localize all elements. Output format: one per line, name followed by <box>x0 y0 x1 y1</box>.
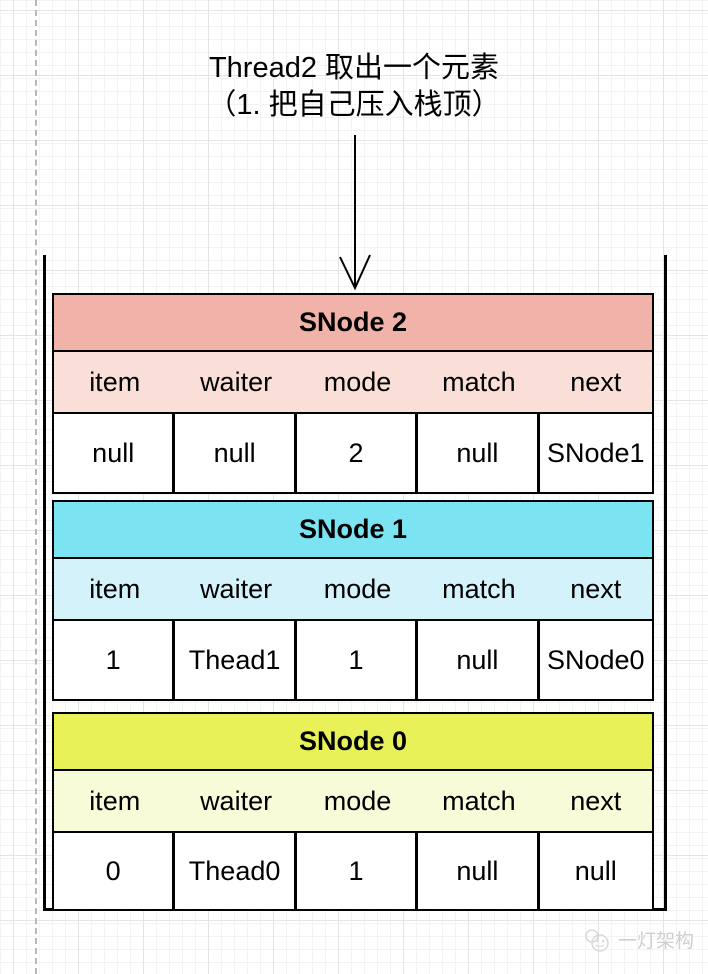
value-cell-match: null <box>418 621 540 699</box>
node-title: SNode 1 <box>54 502 652 559</box>
watermark-text: 一灯架构 <box>617 931 694 952</box>
column-header: match <box>442 366 516 397</box>
value-cell-next: SNode0 <box>546 644 645 675</box>
value-cell-waiter: null <box>175 414 297 492</box>
column-header: next <box>570 785 622 816</box>
diagram-title: Thread2 取出一个元素 （1. 把自己压入栈顶） <box>0 50 708 124</box>
column-header: mode <box>323 573 392 604</box>
value-cell-mode: 1 <box>297 621 419 699</box>
node-title-label: SNode 0 <box>298 726 408 756</box>
column-header: mode <box>323 785 392 816</box>
title-line-2: （1. 把自己压入栈顶） <box>207 89 501 121</box>
node-column-header-row: item waiter mode match next <box>54 771 652 833</box>
column-header: next <box>570 366 622 397</box>
node-table-snode1: SNode 1 item waiter mode match next 1 Th… <box>52 500 654 701</box>
value-cell-next: SNode1 <box>546 437 645 468</box>
down-arrow-icon <box>339 135 371 291</box>
value-cell-match: null <box>418 833 540 909</box>
column-header: match <box>442 785 516 816</box>
column-header: waiter <box>200 366 273 397</box>
value-cell-next: null <box>574 855 617 886</box>
node-table-snode2: SNode 2 item waiter mode match next null… <box>52 293 654 494</box>
column-header: waiter <box>200 785 273 816</box>
stack-container-right-wall <box>664 255 667 911</box>
column-header: next <box>570 573 622 604</box>
column-header: waiter <box>200 573 273 604</box>
page-margin-dashed-line <box>35 0 37 974</box>
value-cell-item: 0 <box>54 833 176 909</box>
column-header: match <box>442 573 516 604</box>
watermark: 一灯架构 <box>582 926 694 953</box>
node-title: SNode 2 <box>54 295 652 352</box>
column-header: item <box>89 366 141 397</box>
node-column-header-row: item waiter mode match next <box>54 559 652 621</box>
node-value-row: null null 2 null SNode1 <box>54 414 652 492</box>
node-title-label: SNode 1 <box>298 514 408 544</box>
value-cell-item: null <box>54 414 176 492</box>
value-cell-mode: 2 <box>297 414 419 492</box>
value-cell-waiter: Thead1 <box>175 621 297 699</box>
column-header: item <box>89 785 141 816</box>
title-line-1: Thread2 取出一个元素 <box>208 52 500 84</box>
value-cell-item: 1 <box>54 621 176 699</box>
node-title-label: SNode 2 <box>298 307 408 337</box>
mascot-face-icon <box>582 927 612 953</box>
column-header: mode <box>323 366 392 397</box>
node-value-row: 1 Thead1 1 null SNode0 <box>54 621 652 699</box>
node-column-header-row: item waiter mode match next <box>54 352 652 414</box>
column-header: item <box>89 573 141 604</box>
value-cell-mode: 1 <box>297 833 419 909</box>
value-cell-match: null <box>418 414 540 492</box>
stack-container-left-wall <box>43 255 46 911</box>
node-table-snode0: SNode 0 item waiter mode match next 0 Th… <box>52 712 654 911</box>
node-title: SNode 0 <box>54 714 652 771</box>
value-cell-waiter: Thead0 <box>175 833 297 909</box>
node-value-row: 0 Thead0 1 null null <box>54 833 652 909</box>
